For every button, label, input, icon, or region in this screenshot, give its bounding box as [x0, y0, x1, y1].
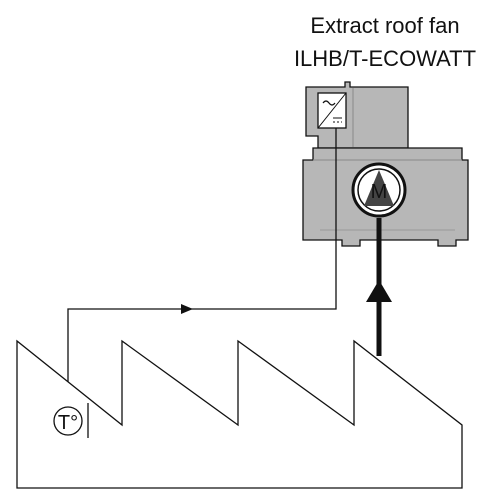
airflow-arrow-icon: [366, 218, 392, 356]
thermostat-label: T°: [58, 412, 78, 434]
fan-title-line2: ILHB/T-ECOWATT: [294, 46, 476, 71]
temperature-sensor-icon: T°: [53, 403, 89, 438]
signal-direction-arrow-icon: [181, 304, 193, 314]
motor-label: M: [371, 181, 388, 203]
motor-icon: M: [351, 162, 407, 218]
control-signal-line: [67, 128, 337, 410]
frequency-inverter-icon: [317, 92, 347, 129]
fan-title-line1: Extract roof fan: [310, 13, 459, 38]
sawtooth-building: [16, 339, 463, 489]
